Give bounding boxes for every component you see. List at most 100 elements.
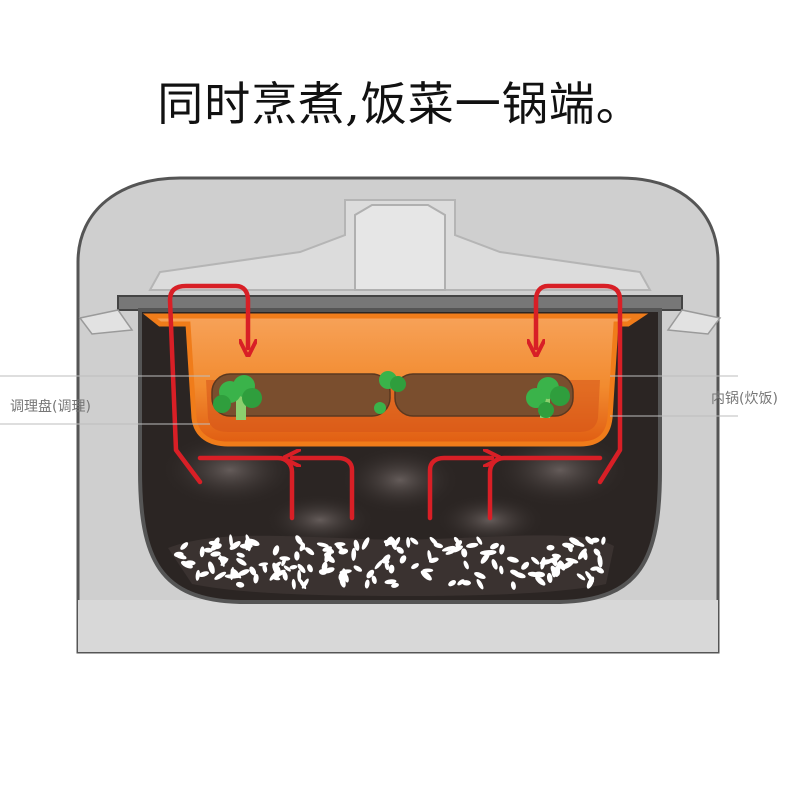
rice-grain (427, 550, 432, 562)
rice-grain (304, 547, 315, 556)
rice-grain (283, 565, 291, 572)
heat-arrow-up-right-outer (487, 455, 603, 521)
rice-grain (262, 564, 268, 573)
rice-grain (198, 571, 209, 578)
rice-grain (510, 581, 516, 590)
rice-grain (299, 543, 306, 552)
rice-grain (185, 560, 196, 566)
rice-grain (551, 553, 562, 559)
rice-grain (499, 544, 505, 555)
rice-grain (585, 571, 594, 583)
broccoli-right (526, 377, 570, 418)
rice-grain (219, 554, 225, 567)
rice-grain (506, 556, 519, 563)
rice-grain (214, 571, 227, 580)
rice-grain (351, 547, 357, 561)
rice-grains (173, 534, 606, 590)
rice-grain (476, 579, 484, 590)
rice-grain (275, 569, 286, 577)
rice-grain (562, 542, 575, 549)
rice-grain (577, 548, 587, 560)
rice-grain (249, 566, 257, 576)
rice-grain (461, 580, 471, 586)
lid-center-knob (354, 204, 446, 291)
rice-grain (180, 560, 193, 569)
rice-grain (195, 569, 200, 581)
rice-grain (381, 554, 391, 564)
rice-grain (585, 536, 594, 545)
rice-grain (361, 537, 370, 550)
rice-grain (324, 554, 335, 563)
rice-grain (364, 579, 370, 589)
rice-grain (411, 563, 419, 570)
rice-grain (474, 572, 486, 579)
rice-grain (307, 564, 313, 573)
rice-grain (546, 544, 555, 551)
rice-grain (491, 558, 498, 570)
rice-grain (253, 573, 259, 584)
rice-grain (441, 545, 456, 552)
rice-grain (527, 571, 540, 577)
rice-grain (281, 558, 287, 567)
rice-grain (229, 534, 233, 548)
rice-grain (272, 545, 280, 556)
broccoli-center (374, 371, 406, 414)
rice-grain (601, 536, 606, 545)
rice-grain (236, 552, 245, 558)
rice-grain (297, 563, 306, 574)
rice-grain (238, 569, 250, 576)
rice-grain (550, 565, 559, 577)
rice-grain (294, 551, 300, 561)
rice-grain (593, 548, 601, 556)
rice-grain (461, 548, 468, 558)
rice-grain (316, 542, 329, 548)
rice-grain (396, 546, 404, 554)
side-bracket-right (666, 309, 722, 335)
rice-grain (476, 536, 483, 545)
rice-grain (539, 559, 553, 565)
rice-grain (513, 571, 526, 579)
heat-loop-left (167, 283, 248, 485)
rice-grain (173, 551, 184, 558)
rice-grain (479, 550, 494, 556)
rice-grain (298, 578, 307, 590)
rice-grain (199, 546, 205, 558)
broccoli-left (213, 375, 262, 420)
rice-grain (531, 556, 540, 565)
pot-rim (117, 295, 683, 311)
rice-grain (546, 572, 553, 583)
rice-grain (343, 573, 349, 583)
heat-arrow-up-left-inner (292, 458, 355, 521)
rice-grain (338, 571, 345, 581)
heat-arrow-up-right-inner (427, 458, 492, 521)
rice-grain (457, 579, 465, 586)
rice-grain (569, 537, 581, 546)
rice-grain (499, 565, 504, 575)
rice-grain (239, 543, 253, 549)
heat-loop-right (536, 283, 623, 485)
rice-grain (429, 536, 439, 546)
rice-grain (210, 551, 221, 557)
rice-grain (394, 536, 401, 547)
rice-grain (391, 582, 399, 588)
rice-grain (353, 565, 363, 572)
rice-grain (318, 569, 327, 575)
rice-grain (235, 581, 245, 588)
rice-grain (374, 559, 383, 570)
rice-grain (463, 560, 469, 570)
rice-grain (410, 537, 419, 545)
rice-grain (521, 561, 530, 570)
rice-grain (420, 570, 432, 581)
rice-grain (229, 541, 241, 550)
rice-grain (490, 542, 499, 550)
rice-grain (466, 542, 479, 548)
rice-grain (399, 555, 407, 564)
rice-grain (455, 540, 463, 547)
callout-lines (0, 375, 738, 425)
rice-grain (291, 578, 296, 590)
label-inner-pot: 内锅(炊饭) (711, 391, 778, 407)
rice-grain (451, 545, 463, 553)
rice-grain (535, 576, 546, 586)
rice-grain (335, 542, 344, 551)
